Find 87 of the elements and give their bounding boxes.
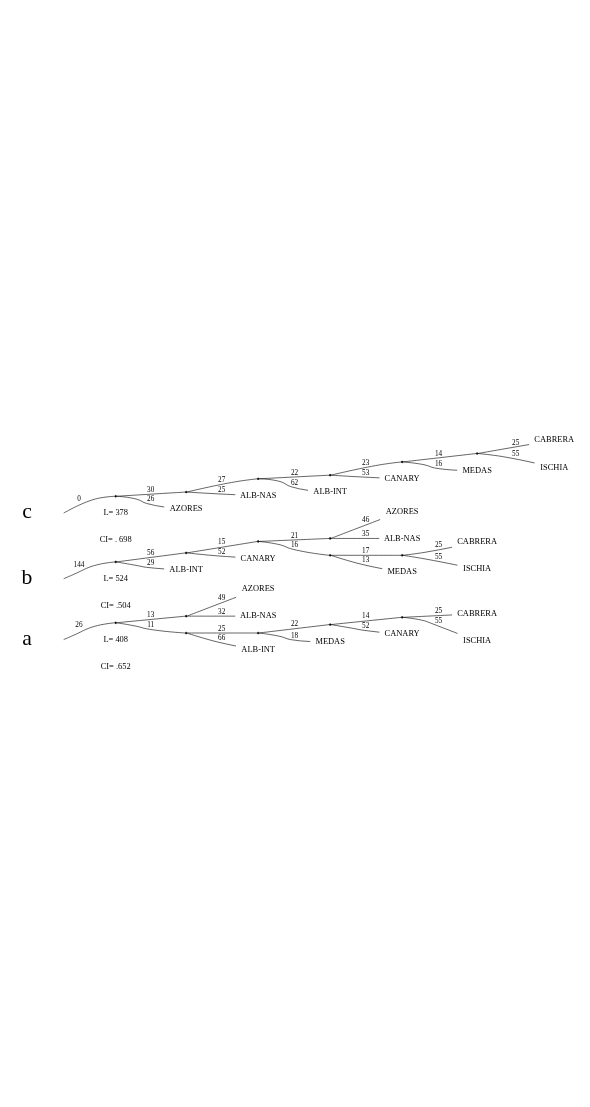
connector — [186, 541, 258, 554]
connector — [186, 596, 237, 617]
connector — [402, 617, 458, 634]
connector — [186, 632, 258, 634]
node-point — [257, 540, 260, 543]
connector — [186, 632, 237, 647]
label: b — [21, 565, 33, 590]
connector — [63, 561, 116, 580]
node-text: ALB-NAS — [239, 489, 277, 500]
connector — [330, 617, 402, 625]
connector — [330, 519, 381, 539]
node-text: CANARY — [384, 628, 420, 639]
connector — [330, 555, 402, 556]
node-text: CABRERA — [457, 536, 498, 547]
connector — [63, 496, 116, 514]
connector — [258, 632, 311, 642]
node-text: ALB-INT — [169, 563, 204, 574]
label: CI= . 698 — [99, 534, 132, 545]
node-point — [257, 631, 260, 635]
node-text: ALB-INT — [241, 644, 276, 655]
connector — [258, 624, 330, 634]
node-point — [185, 490, 188, 494]
node-text: AZORES — [385, 505, 419, 516]
node-text: CANARY — [384, 473, 420, 484]
connector — [116, 552, 186, 563]
node-point — [329, 474, 332, 477]
node-text: ISCHIA — [463, 563, 492, 574]
label: c — [22, 499, 32, 524]
connector — [330, 538, 380, 539]
node-text: CABRERA — [457, 607, 498, 618]
connector — [258, 478, 309, 491]
connector — [330, 461, 402, 476]
node-text: MEDAS — [387, 566, 417, 577]
connector — [402, 461, 458, 471]
label: a — [22, 625, 32, 650]
connector — [402, 453, 477, 463]
connector — [258, 538, 330, 542]
connector — [186, 615, 236, 617]
connector — [116, 622, 186, 634]
label: L= 408 — [103, 633, 129, 644]
connector — [258, 474, 330, 480]
node-point — [329, 554, 332, 557]
connector — [330, 624, 380, 633]
connector — [477, 444, 530, 454]
node-text: AZORES — [241, 583, 275, 594]
label: CI= .652 — [100, 660, 131, 671]
node-point — [185, 551, 188, 555]
node-point — [400, 554, 404, 557]
node-text: ISCHIA — [463, 635, 492, 646]
node-point — [400, 616, 404, 619]
node-text: CABRERA — [534, 434, 575, 445]
connector — [477, 453, 535, 464]
connector — [402, 555, 458, 566]
node-point — [475, 452, 479, 455]
label: L= 524 — [103, 573, 129, 584]
node-text: ISCHIA — [540, 461, 569, 472]
node-point — [185, 615, 188, 618]
node-text: CANARY — [240, 552, 276, 563]
connector — [402, 546, 453, 556]
node-point — [257, 477, 260, 480]
node-point — [114, 560, 117, 564]
label: L= 378 — [103, 507, 129, 518]
connector — [116, 561, 165, 570]
connector — [330, 474, 380, 479]
connector — [116, 491, 186, 497]
label: CI= .504 — [100, 600, 131, 611]
node-text: ALB-NAS — [239, 610, 277, 621]
connector — [116, 615, 186, 624]
node-point — [329, 623, 332, 626]
node-point — [114, 495, 117, 498]
connector — [258, 541, 330, 556]
connector — [186, 478, 258, 493]
node-point — [114, 621, 117, 624]
node-point — [185, 631, 188, 635]
connector — [402, 614, 453, 618]
node-text: ALB-NAS — [383, 532, 421, 543]
node-text: ALB-INT — [313, 486, 347, 497]
node-point — [329, 537, 332, 540]
connector — [116, 496, 165, 508]
connector — [186, 552, 236, 558]
connector — [63, 622, 116, 640]
connector — [186, 491, 236, 495]
node-text: MEDAS — [315, 635, 345, 646]
connector — [330, 555, 383, 570]
node-text: MEDAS — [462, 464, 492, 475]
node-point — [400, 460, 404, 464]
node-text: AZORES — [169, 503, 203, 514]
